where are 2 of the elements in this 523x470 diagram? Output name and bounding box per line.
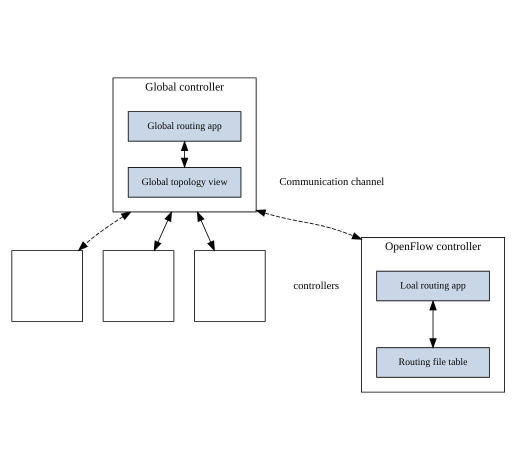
label: Communication channel bbox=[279, 176, 384, 188]
label: controllers bbox=[293, 280, 340, 292]
